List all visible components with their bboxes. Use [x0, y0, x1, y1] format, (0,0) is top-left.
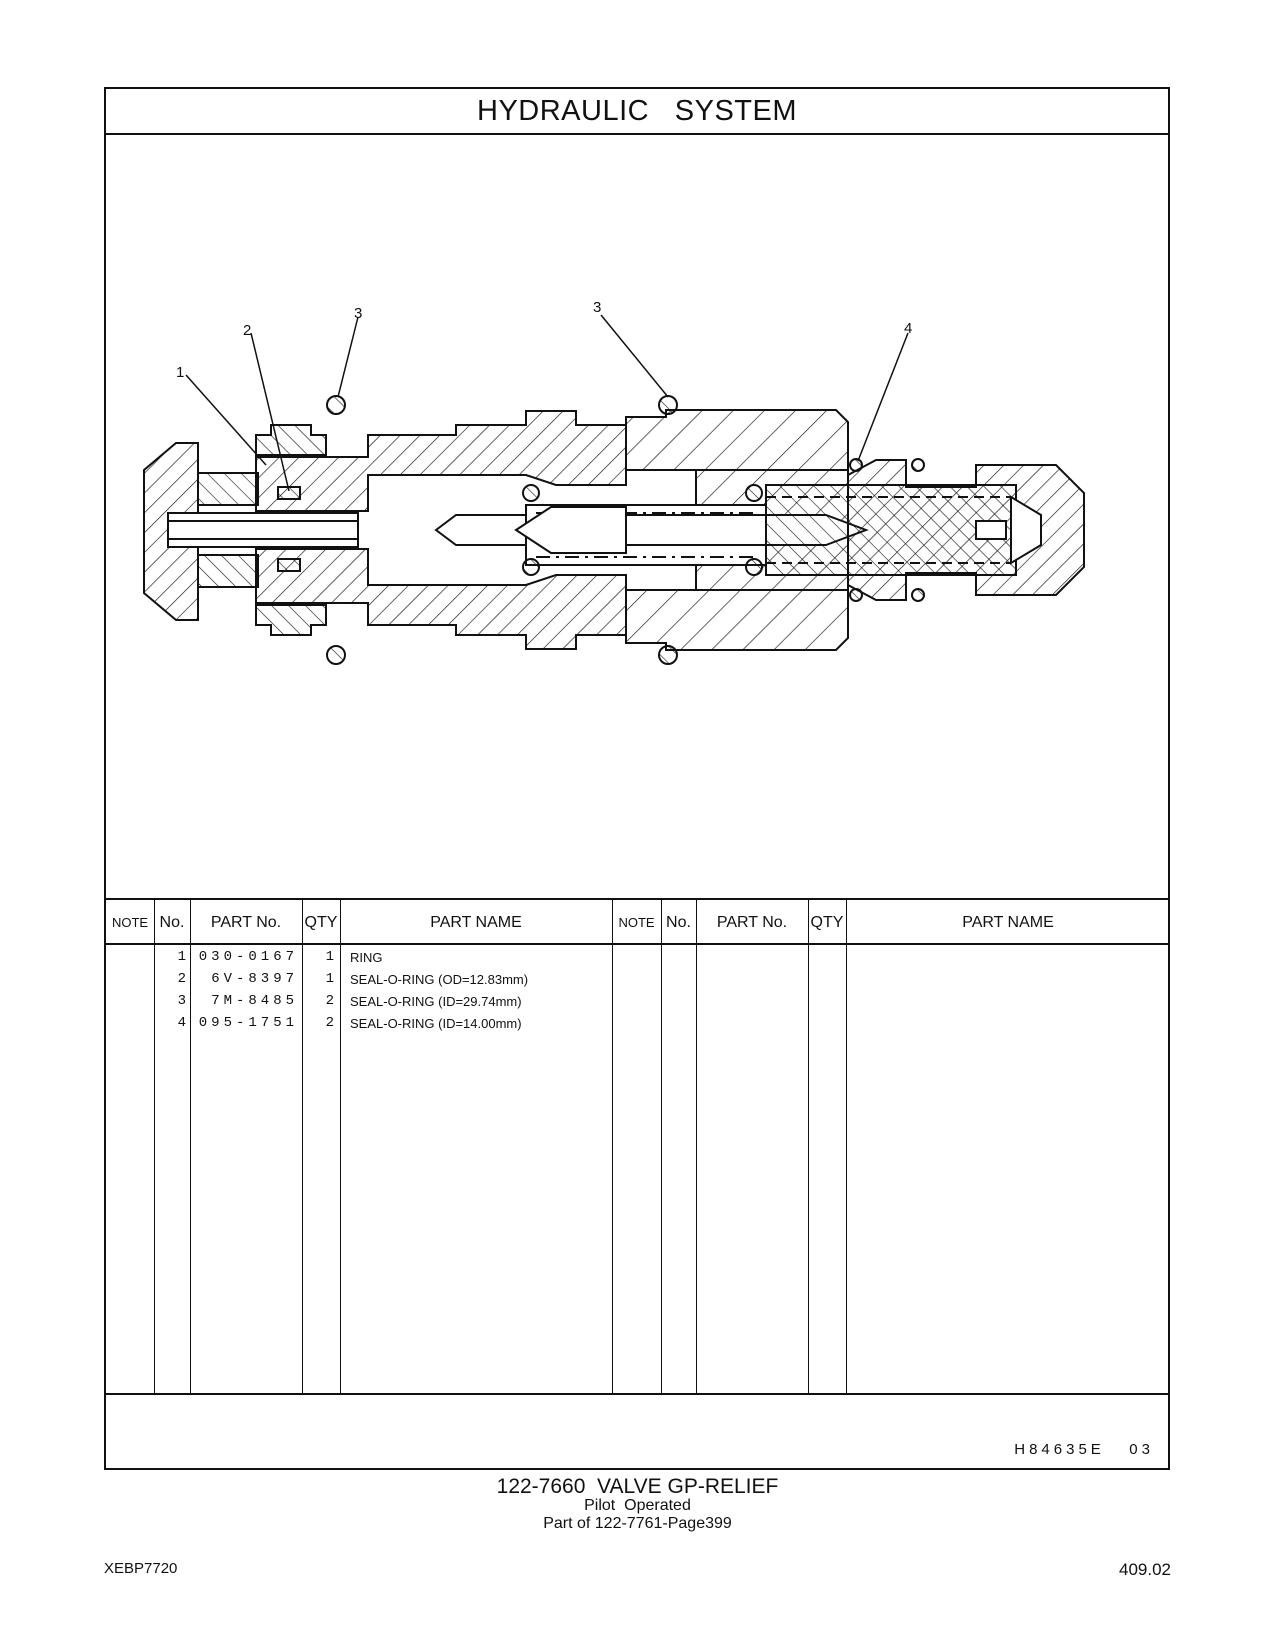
column-divider: [846, 900, 847, 1393]
quantity: 2: [325, 1015, 334, 1031]
quantity: 2: [325, 993, 334, 1009]
section-title: HYDRAULIC SYSTEM: [477, 94, 797, 127]
table-row: 3 7M-8485 2 SEAL-O-RING (ID=29.74mm): [106, 990, 1168, 1012]
drawing-reference-code: H84635E 03: [1014, 1441, 1154, 1458]
column-divider: [696, 900, 697, 1393]
assembly-subtitle: Pilot Operated: [584, 1497, 691, 1514]
item-number: 1: [177, 949, 186, 965]
header-qty: QTY: [304, 913, 338, 931]
header-no: No.: [159, 913, 185, 931]
part-number: 030-0167: [198, 949, 298, 965]
section-title-bar: HYDRAULIC SYSTEM: [106, 89, 1168, 135]
callout-labels: 1 2 3 3 4: [176, 299, 912, 381]
o-ring-seals: [277, 395, 925, 665]
header-qty-right: QTY: [810, 913, 844, 931]
quantity: 1: [325, 971, 334, 987]
parts-table: NOTE No. PART No. QTY PART NAME NOTE No.…: [106, 898, 1168, 1395]
header-part-no: PART No.: [210, 913, 282, 931]
header-part-no-right: PART No.: [716, 913, 788, 931]
exploded-view-drawing: 1 2 3 3 4: [106, 135, 1168, 898]
column-divider: [612, 900, 613, 1393]
item-number: 3: [177, 993, 186, 1009]
callout-label-2: 2: [243, 322, 251, 339]
column-divider: [661, 900, 662, 1393]
header-no-right: No.: [666, 913, 691, 931]
document-id: XEBP7720: [104, 1560, 178, 1577]
valve-body-outline: [143, 409, 1085, 651]
column-divider: [340, 900, 341, 1393]
item-number: 4: [177, 1015, 186, 1031]
parts-page-frame: HYDRAULIC SYSTEM: [104, 87, 1170, 1470]
assembly-title: 122-7660 VALVE GP-RELIEF: [496, 1475, 779, 1498]
header-part-name-right: PART NAME: [962, 913, 1054, 931]
callout-label-1: 1: [176, 364, 184, 381]
part-number: 6V-8397: [211, 971, 298, 987]
header-note: NOTE: [111, 915, 149, 930]
table-row: 4 095-1751 2 SEAL-O-RING (ID=14.00mm): [106, 1012, 1168, 1034]
callout-label-3a: 3: [354, 305, 362, 322]
table-row: 1 030-0167 1 RING: [106, 946, 1168, 968]
part-name: RING: [350, 949, 383, 965]
column-divider: [154, 900, 155, 1393]
callout-leaders: [185, 314, 909, 492]
header-part-name: PART NAME: [430, 913, 522, 931]
quantity: 1: [325, 949, 334, 965]
column-divider: [190, 900, 191, 1393]
callout-label-3b: 3: [593, 299, 601, 316]
part-name: SEAL-O-RING (OD=12.83mm): [350, 971, 529, 987]
item-number: 2: [177, 971, 186, 987]
parent-assembly-reference: Part of 122-7761-Page399: [543, 1515, 732, 1532]
table-row: 2 6V-8397 1 SEAL-O-RING (OD=12.83mm): [106, 968, 1168, 990]
relief-valve-cross-section: 1 2 3 3 4: [143, 299, 1085, 665]
table-header-row: NOTE No. PART No. QTY PART NAME NOTE No.…: [106, 900, 1168, 945]
part-number: 095-1751: [198, 1015, 298, 1031]
callout-label-4: 4: [904, 320, 912, 337]
page-number: 409.02: [1119, 1560, 1171, 1579]
column-divider: [302, 900, 303, 1393]
part-number: 7M-8485: [211, 993, 298, 1009]
part-name: SEAL-O-RING (ID=14.00mm): [350, 1015, 522, 1031]
header-note-right: NOTE: [618, 915, 655, 930]
part-name: SEAL-O-RING (ID=29.74mm): [350, 993, 522, 1009]
column-divider: [808, 900, 809, 1393]
